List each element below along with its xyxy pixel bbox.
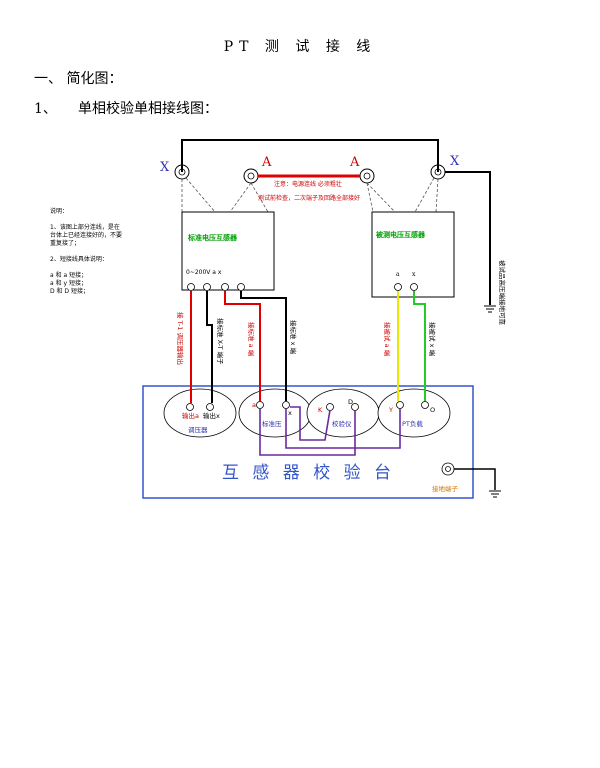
short-link-x-k <box>290 406 331 441</box>
section-heading: 一、 简化图： <box>34 71 123 87</box>
label-x-left: X <box>160 160 170 175</box>
regulator-out-a-label: 输出a <box>182 411 199 420</box>
test-terminal-x <box>410 283 418 291</box>
std-terminal-0-200v-1 <box>187 283 195 291</box>
standard-pt-terminals: 0~200V a x <box>186 269 222 276</box>
wire-label-1: 接 T-1 调压器输出 <box>176 312 185 365</box>
hv-terminal-a-right <box>359 168 375 184</box>
wire-test-x <box>413 291 426 401</box>
checker-label: 校验仪 <box>332 419 352 428</box>
term-d-label: D <box>348 398 353 406</box>
test-terminal-a <box>394 283 402 291</box>
test-pt-box <box>371 211 455 298</box>
standard-pt-box <box>181 211 275 291</box>
note-line-1: 注意：电源连线 必须粗壮 <box>274 180 342 188</box>
label-x-right: X <box>450 154 460 169</box>
test-terminal-a-label: a <box>396 271 400 278</box>
subsection-heading: 1、 单相校验单相接线图： <box>34 98 218 118</box>
ground-symbol-top <box>484 305 496 313</box>
standard-pt-label: 标准电压互感器 <box>187 233 238 242</box>
label-a-left: A <box>261 155 272 170</box>
std-terminal-a <box>221 283 229 291</box>
term-o-label: O <box>430 406 435 414</box>
wire-std-x <box>240 291 287 401</box>
wire-labels: 接 T-1 调压器输出 接标准 X-T 端子 接标准 a 端 接标准 x 端 接… <box>176 312 437 365</box>
ground-terminal-label: 接地端子 <box>432 484 459 493</box>
regulator-label: 调压器 <box>188 425 208 434</box>
standard-label: 标准压 <box>262 419 282 428</box>
short-link-a-d <box>259 409 356 456</box>
legend-line-3: 重复接了； <box>50 239 80 247</box>
term-k-label: K <box>318 406 323 414</box>
legend-line-6: a 和 y 短接； <box>50 279 87 287</box>
label-a-right: A <box>349 155 360 170</box>
module-terminals <box>186 401 429 411</box>
wire-std-a <box>224 291 261 401</box>
term-a1-label: a <box>252 401 256 409</box>
hv-terminal-a-left <box>243 168 259 184</box>
wire-regulator-out-x <box>206 291 213 403</box>
panel-title: 互 感 器 校 验 台 <box>222 463 395 483</box>
module-pt-load <box>377 388 451 438</box>
wire-label-3: 接标准 a 端 <box>247 322 256 357</box>
term-x1-label: x <box>288 409 292 417</box>
ground-symbol-bottom <box>489 490 501 498</box>
wire-panel-ground <box>454 468 496 490</box>
legend-line-5: a 和 a 短接； <box>50 271 87 279</box>
wire-label-2: 接标准 X-T 端子 <box>216 318 225 365</box>
module-regulator <box>163 388 237 438</box>
ground-terminal <box>441 462 455 476</box>
wire-x-x <box>181 139 439 172</box>
std-terminal-x <box>237 283 245 291</box>
wire-label-5: 接被试 a 端 <box>383 322 392 357</box>
legend-line-7: D 和 D 短接； <box>50 287 89 295</box>
legend-line-4: 2、短接线具体说明： <box>50 255 108 263</box>
support-lines <box>181 177 439 213</box>
wire-label-6: 接被试 x 端 <box>428 322 437 356</box>
test-terminal-x-label: x <box>412 271 416 278</box>
subsection-text: 单相校验单相接线图： <box>78 101 218 117</box>
legend-line-1: 1、该图上部分连线，是在 <box>50 223 120 231</box>
regulator-out-x-label: 输出x <box>203 411 220 420</box>
wire-x-ground <box>445 171 491 305</box>
note-line-2: 测试前检查，二次端子及回路全部接好 <box>258 194 360 202</box>
module-labels: 输出a 输出x 调压器 标准压 校验仪 PT负载 a x K D Y O <box>182 398 435 434</box>
short-link-x-y <box>285 409 401 449</box>
term-y-label: Y <box>388 406 393 414</box>
subsection-number: 1、 <box>34 101 57 117</box>
page-title: PT 测 试 接 线 <box>223 39 377 55</box>
legend-title: 说明： <box>50 207 68 215</box>
pt-load-label: PT负载 <box>402 419 423 428</box>
test-pt-label: 被测电压互感器 <box>376 230 426 239</box>
std-terminal-0-200v-2 <box>203 283 211 291</box>
legend-line-2: 台体上已经连接好的，不要 <box>50 231 122 239</box>
ground-note: 被试品高压端接地可靠 <box>498 260 507 326</box>
legend-block: 说明： 1、该图上部分连线，是在 台体上已经连接好的，不要 重复接了； 2、短接… <box>50 207 122 295</box>
wire-label-4: 接标准 x 端 <box>289 320 298 354</box>
